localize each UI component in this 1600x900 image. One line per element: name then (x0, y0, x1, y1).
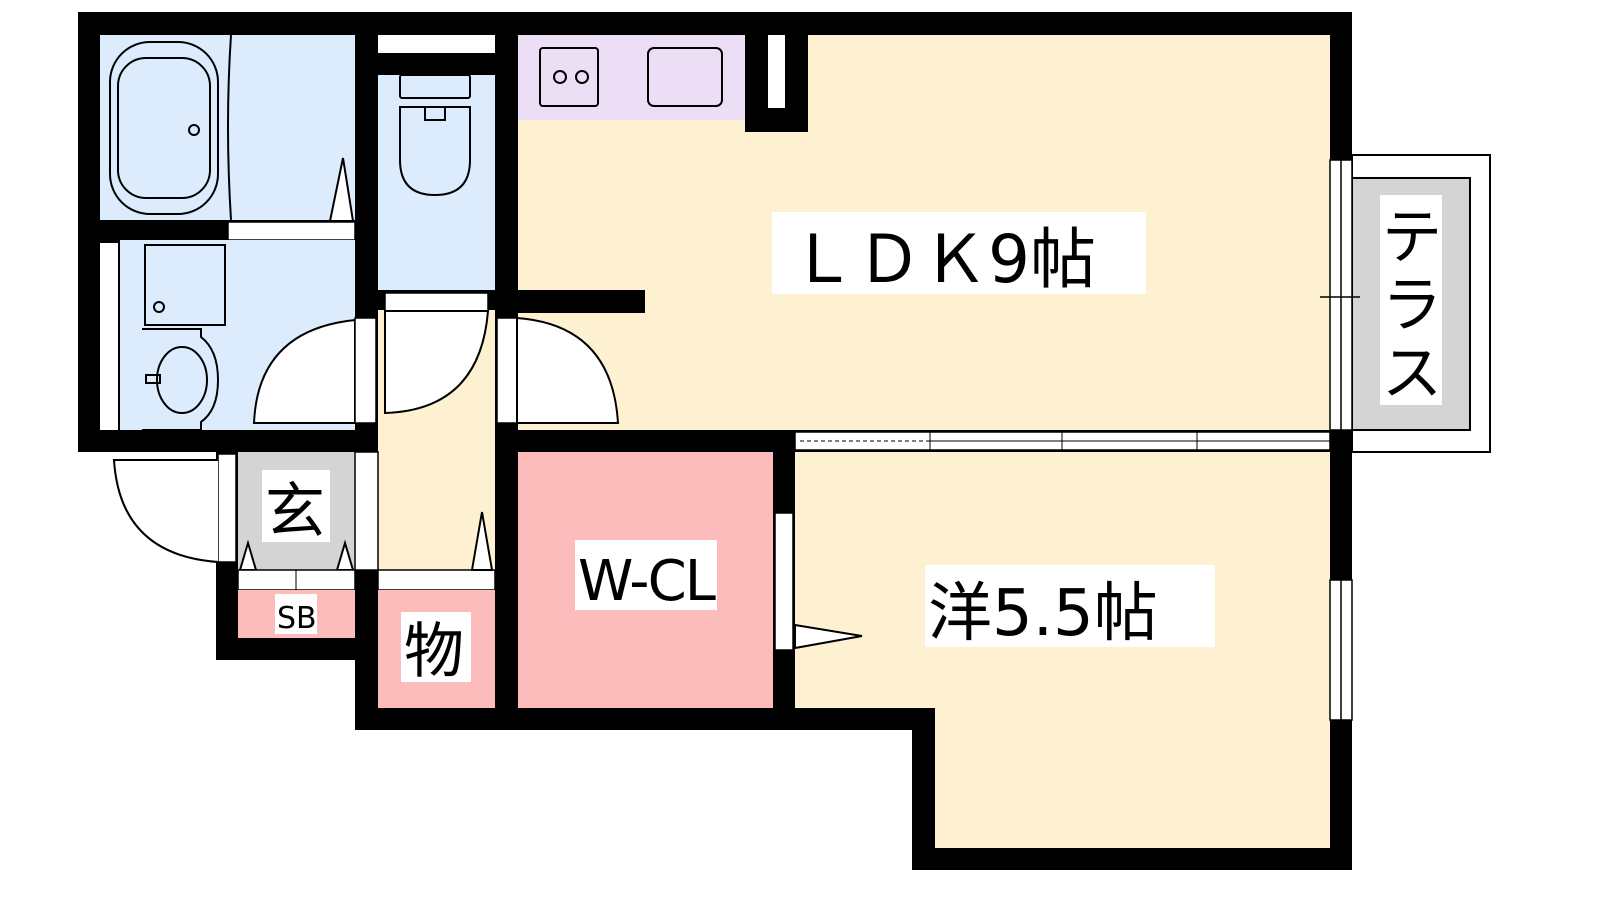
bath-door-icon (328, 157, 355, 222)
storage-door-icon (470, 511, 494, 571)
storage-label: 物 (404, 617, 464, 687)
sink-icon (142, 328, 220, 431)
bathtub-icon (109, 34, 232, 221)
terrace-label-char: テ (1382, 203, 1442, 273)
terrace-label-char: ス (1382, 339, 1442, 409)
washroom-door-icon (252, 317, 377, 424)
closet-door-icon (794, 623, 863, 650)
walk-in-closet-label: W-CL (578, 549, 716, 614)
terrace (1351, 154, 1491, 453)
toilet-icon (399, 74, 471, 197)
western-room-label: 洋5.5帖 (928, 577, 1158, 651)
entrance-label: 玄 (265, 477, 325, 547)
entrance-door-icon (112, 453, 237, 563)
terrace-label-char: ラ (1382, 271, 1442, 341)
toilet-room (378, 75, 495, 290)
kitchen-sink-icon (647, 47, 723, 107)
ldk-door-icon (496, 316, 620, 424)
shoe-box-label: SB (277, 601, 317, 636)
washing-machine-icon (144, 244, 226, 326)
ldk-label: ＬＤＫ9帖 (790, 221, 1096, 298)
stove-icon (539, 47, 599, 107)
toilet-door-icon (384, 310, 490, 415)
terrace-label: テラス (1382, 203, 1442, 409)
